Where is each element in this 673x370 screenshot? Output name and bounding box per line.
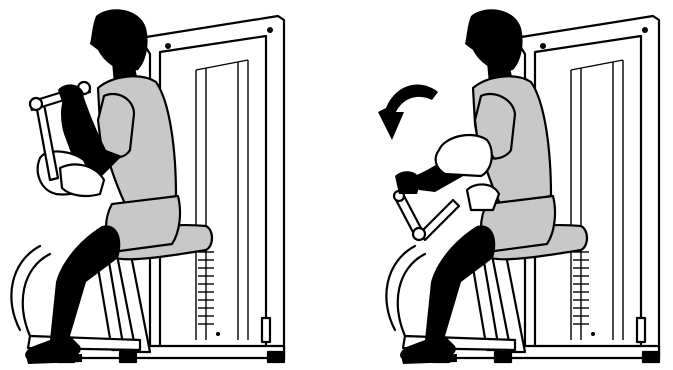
panel-start	[11, 9, 284, 364]
panel-finish	[386, 9, 659, 364]
rotation-arrow-icon	[378, 85, 438, 140]
